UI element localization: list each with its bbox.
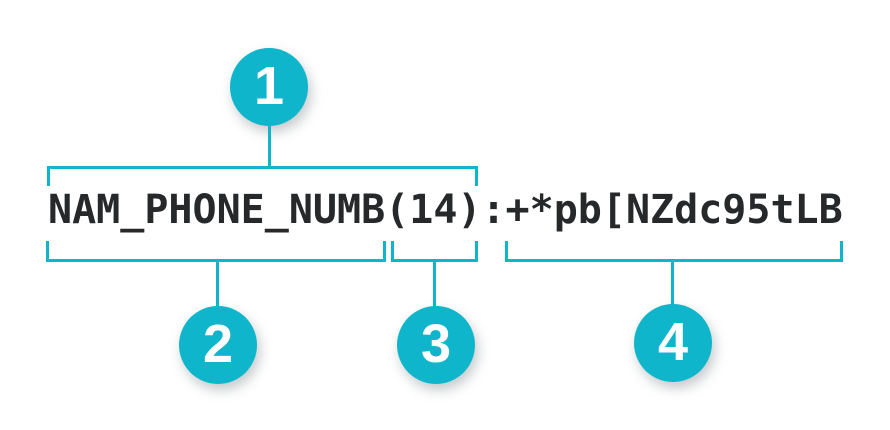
bracket-3-left-tick xyxy=(391,241,394,262)
callout-number-4: 4 xyxy=(657,312,689,372)
callout-circle-2: 2 xyxy=(179,306,257,384)
bracket-4-horizontal xyxy=(505,259,843,262)
callout-circle-4: 4 xyxy=(634,304,712,382)
bracket-1-horizontal xyxy=(47,166,478,169)
bracket-1-left-tick xyxy=(47,166,50,186)
callout-4-stem-line xyxy=(671,259,674,305)
callout-number-1: 1 xyxy=(253,56,285,116)
bracket-2-left-tick xyxy=(46,241,49,262)
callout-3-stem-line xyxy=(433,259,436,307)
code-string: NAM_PHONE_NUMB(14):+*pb[NZdc95tLB xyxy=(48,187,843,233)
bracket-4-right-tick xyxy=(840,241,843,262)
bracket-1-right-tick xyxy=(475,166,478,186)
callout-2-stem-line xyxy=(216,259,219,307)
bracket-4-left-tick xyxy=(505,241,508,262)
callout-number-2: 2 xyxy=(202,314,234,374)
callout-number-3: 3 xyxy=(420,314,452,374)
callout-1-stem-line xyxy=(268,124,271,168)
callout-circle-3: 3 xyxy=(397,306,475,384)
bracket-2-right-tick xyxy=(383,241,386,262)
callout-circle-1: 1 xyxy=(230,48,308,126)
bracket-3-right-tick xyxy=(475,241,478,262)
